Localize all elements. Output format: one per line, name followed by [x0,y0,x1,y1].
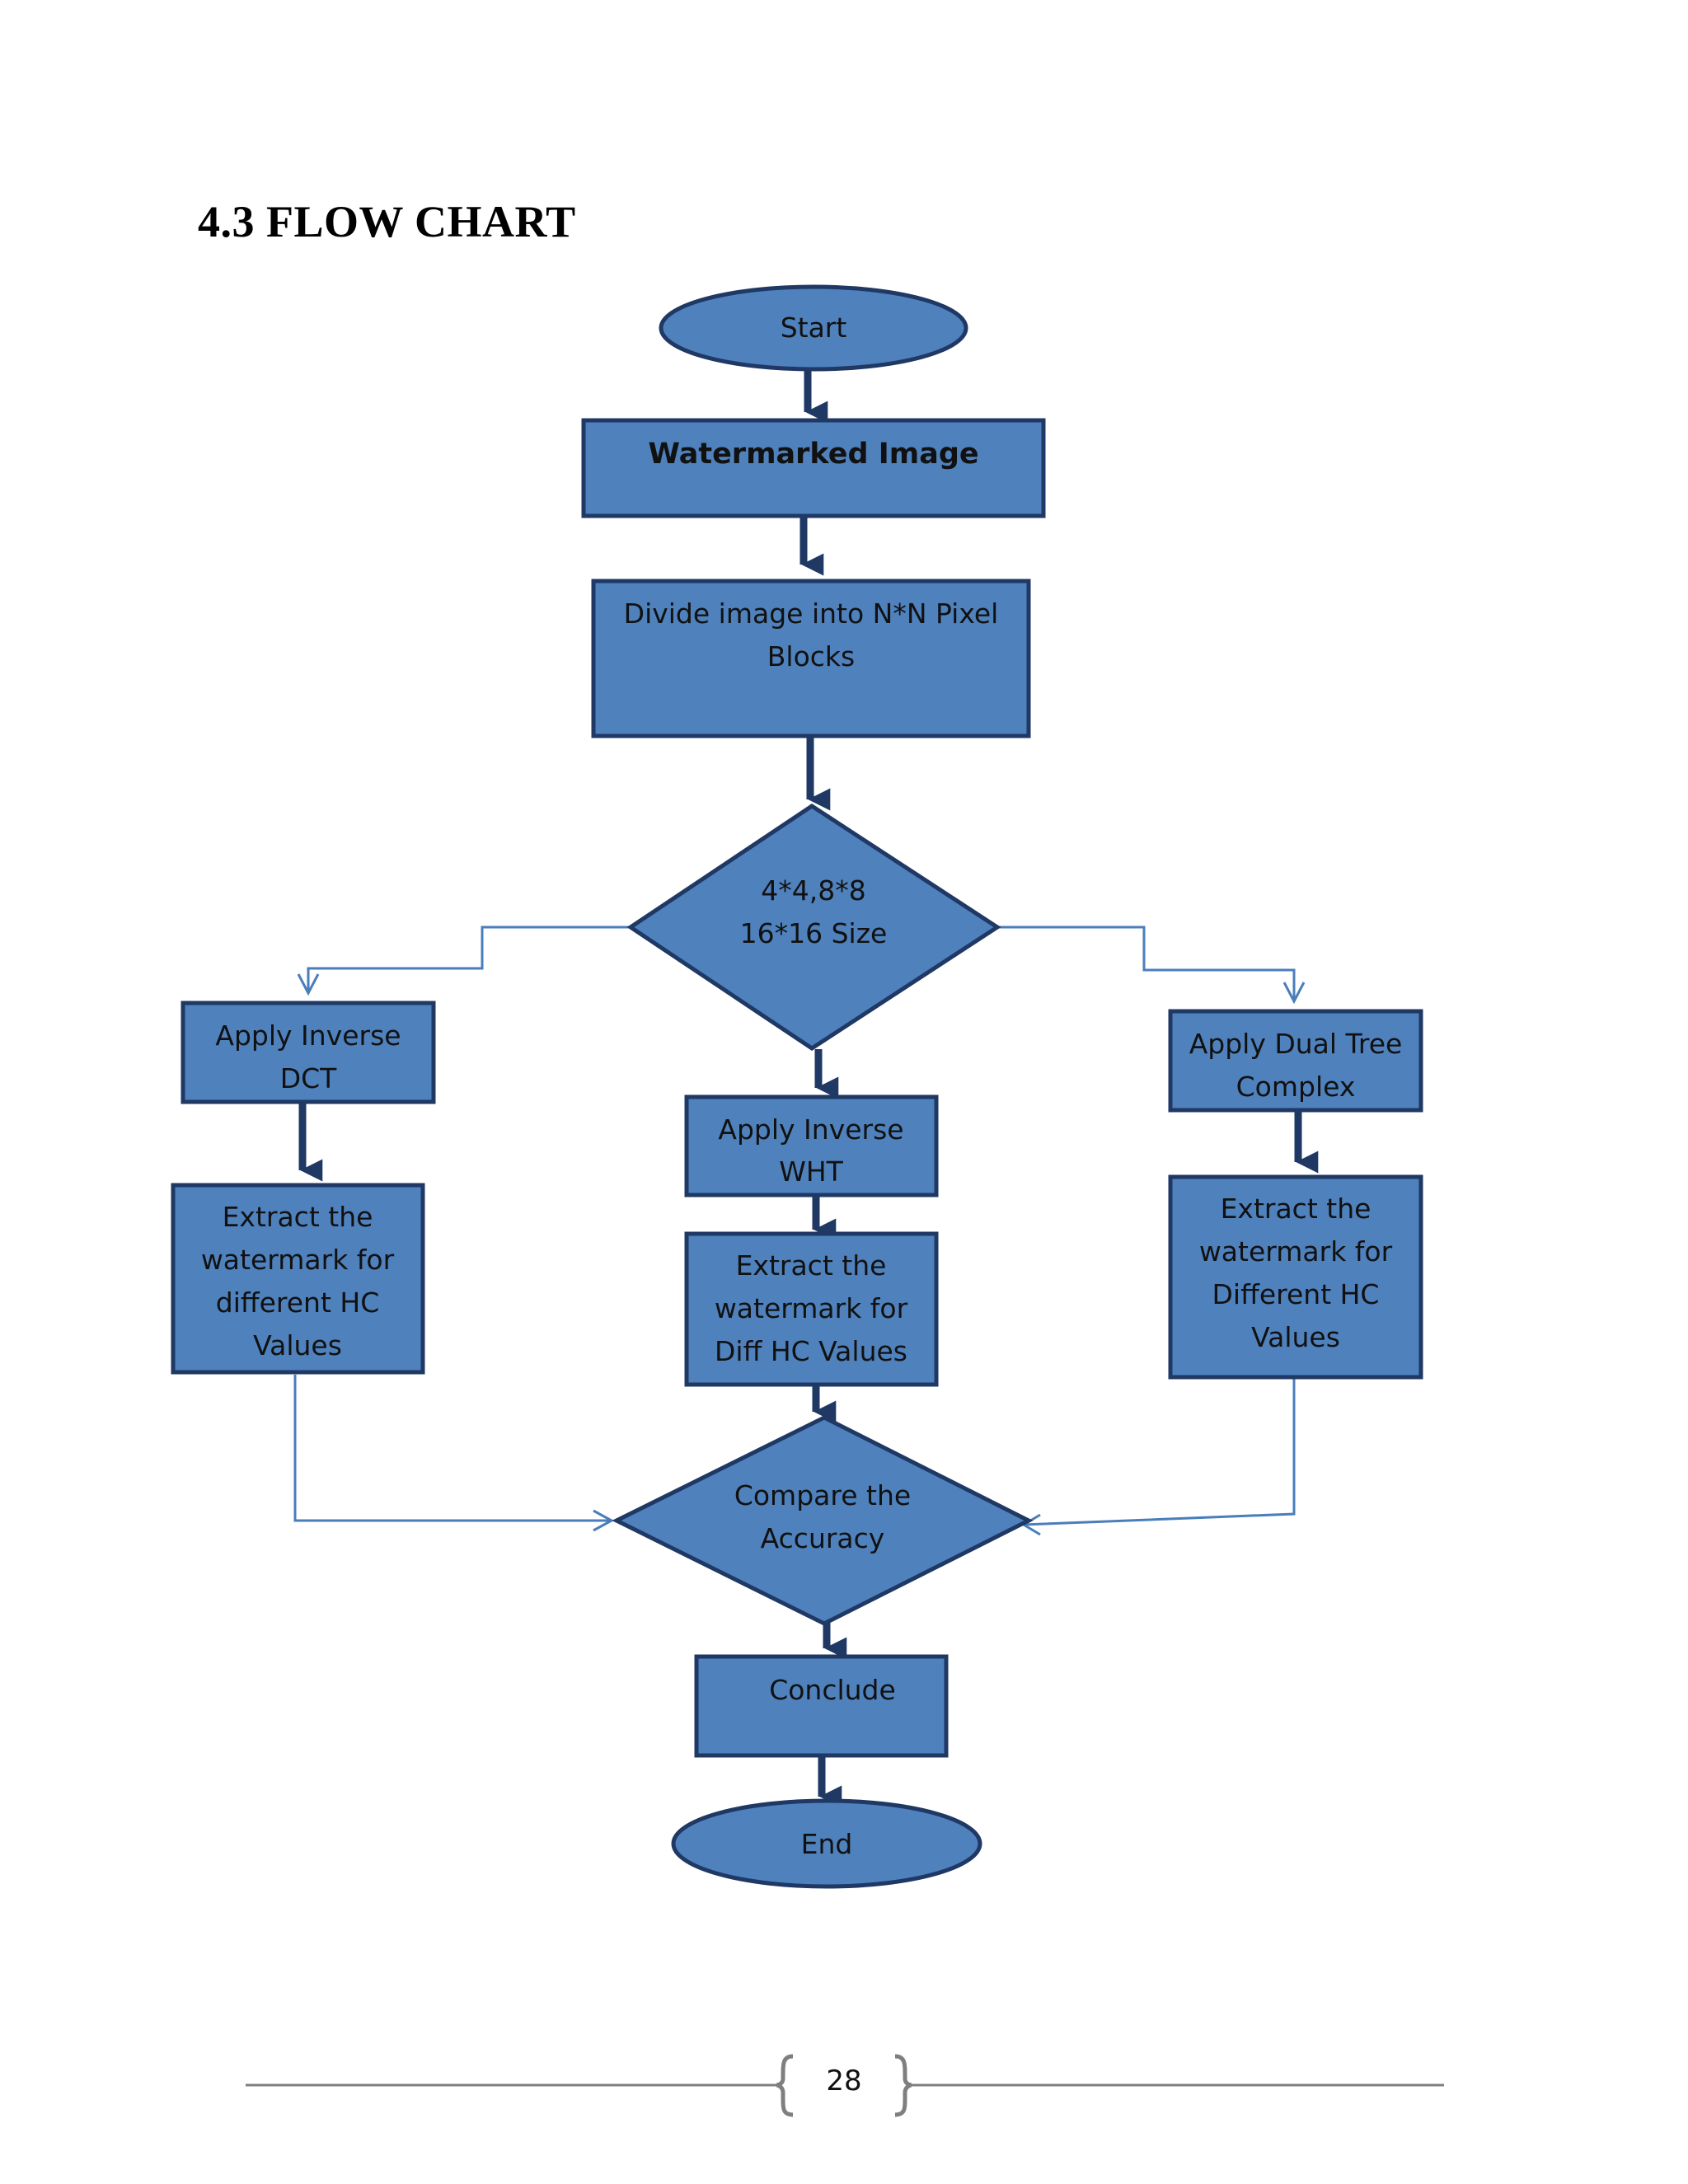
conclude-node: Conclude [694,1654,949,1758]
footer-left-brace [776,2054,794,2117]
conclude-label: Conclude [769,1674,896,1706]
watermarked-image-label: Watermarked Image [648,438,978,471]
connector-left-to-compare [293,1375,612,1522]
inverse-wht-label-line-1: Apply Inverse [718,1113,903,1146]
extract-right-label-line-3: Different HC [1212,1278,1380,1310]
page-footer [246,2054,1444,2117]
extract-mid-label-line-3: Diff HC Values [715,1335,907,1367]
compare-label-line-2: Accuracy [761,1522,885,1554]
dual-tree-label-line-1: Apply Dual Tree [1189,1028,1403,1060]
compare-decision-node: Compare the Accuracy [612,1415,1034,1626]
extract-left-label-line-2: watermark for [201,1244,395,1276]
size-decision-label-line-1: 4*4,8*8 [761,874,865,907]
extract-right-label-line-1: Extract the [1221,1193,1372,1225]
extract-mid-label-line-1: Extract the [736,1249,887,1282]
start-label: Start [781,312,847,344]
extract-right-node: Extract the watermark for Different HC V… [1168,1174,1423,1380]
inverse-wht-label-line-2: WHT [779,1155,843,1188]
start-node: Start [659,284,968,372]
compare-label-line-1: Compare the [734,1479,911,1511]
divide-blocks-node: Divide image into N*N Pixel Blocks [591,579,1031,738]
dual-tree-label-line-2: Complex [1236,1071,1356,1103]
end-label: End [801,1828,853,1860]
divide-blocks-label-line-1: Divide image into N*N Pixel [624,598,999,630]
extract-left-label-line-1: Extract the [223,1201,373,1233]
extract-mid-label-line-2: watermark for [715,1292,908,1324]
inverse-wht-node: Apply Inverse WHT [684,1094,939,1197]
connector-to-inverse-dct [307,926,631,993]
watermarked-image-node: Watermarked Image [581,418,1046,518]
connector-to-dual-tree [997,926,1296,1001]
thick-connectors [298,371,1319,1808]
size-decision-node: 4*4,8*8 16*16 Size [626,804,1001,1051]
page-number: 28 [826,2064,862,2097]
arrowhead-compare-left [593,1509,615,1532]
inverse-dct-label-line-1: Apply Inverse [215,1019,401,1052]
extract-left-label-line-4: Values [253,1329,342,1361]
size-decision-label-line-2: 16*16 Size [740,917,888,949]
extract-left-label-line-3: different HC [216,1286,380,1319]
inverse-dct-label-line-2: DCT [280,1062,337,1094]
extract-right-label-line-4: Values [1251,1321,1340,1353]
footer-right-brace [894,2054,912,2117]
section-heading: 4.3 FLOW CHART [198,197,576,246]
arrowhead-dual-tree [1282,982,1306,1005]
inverse-dct-node: Apply Inverse DCT [181,1001,436,1104]
extract-right-label-line-2: watermark for [1199,1235,1393,1268]
connector-right-to-compare [1023,1378,1296,1526]
end-node: End [671,1798,982,1889]
dual-tree-node: Apply Dual Tree Complex [1168,1009,1423,1113]
arrowhead-inverse-dct [297,973,320,996]
thin-connectors [293,926,1306,1536]
divide-blocks-label-line-2: Blocks [767,640,855,673]
extract-left-node: Extract the watermark for different HC V… [171,1183,425,1375]
extract-mid-node: Extract the watermark for Diff HC Values [684,1231,939,1387]
